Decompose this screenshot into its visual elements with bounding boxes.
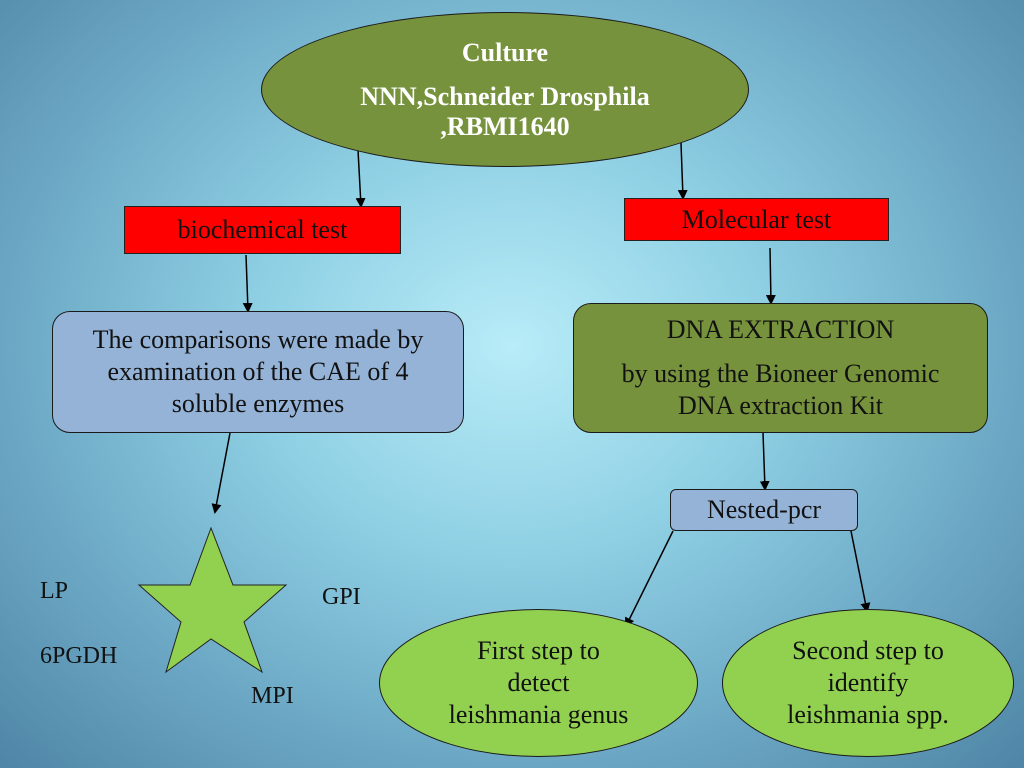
nested-pcr-label: Nested-pcr: [706, 495, 822, 524]
dna-extraction-node: DNA EXTRACTION by using the Bioneer Geno…: [573, 303, 988, 433]
enzyme-label-gpi: GPI: [322, 584, 361, 610]
enzymes-star-shape: [137, 526, 288, 674]
culture-media-line2: ,RBMI1640: [440, 111, 570, 141]
enzyme-label-lp: LP: [40, 578, 69, 604]
dna-extraction-line1: by using the Bioneer Genomic: [621, 359, 940, 388]
arrow-biochemical-to-comparisons: [242, 254, 253, 313]
culture-title: Culture: [461, 37, 549, 67]
comparisons-line3: soluble enzymes: [171, 389, 345, 418]
molecular-test-node: Molecular test: [624, 198, 889, 241]
molecular-test-label: Molecular test: [681, 204, 832, 234]
second-step-line3: leishmania spp.: [787, 700, 949, 729]
dna-extraction-line2: DNA extraction Kit: [677, 391, 884, 420]
comparisons-node: The comparisons were made by examination…: [52, 311, 464, 433]
comparisons-line2: examination of the CAE of 4: [107, 357, 409, 386]
arrow-molecular-to-extraction: [765, 247, 776, 305]
arrow-culture-to-biochemical: [355, 149, 366, 208]
second-step-line1: Second step to: [792, 636, 944, 665]
enzyme-label-mpi: MPI: [251, 683, 294, 709]
arrow-comparisons-to-enzymes: [211, 432, 231, 514]
culture-media-line1: NNN,Schneider Drosphila: [360, 81, 650, 111]
arrow-nested-to-step1: [625, 530, 674, 628]
dna-extraction-title: DNA EXTRACTION: [666, 315, 895, 344]
second-step-line2: identify: [827, 668, 909, 697]
comparisons-line1: The comparisons were made by: [92, 325, 424, 354]
arrow-nested-to-step2: [850, 530, 871, 613]
culture-node: Culture NNN,Schneider Drosphila ,RBMI164…: [261, 12, 749, 167]
first-step-line1: First step to: [477, 636, 600, 665]
first-step-line3: leishmania genus: [448, 700, 629, 729]
biochemical-test-label: biochemical test: [177, 215, 348, 244]
first-step-node: First step to detect leishmania genus: [379, 609, 698, 757]
nested-pcr-node: Nested-pcr: [670, 489, 858, 531]
enzyme-label-6pgdh: 6PGDH: [40, 643, 118, 669]
arrow-culture-to-molecular: [677, 142, 688, 200]
second-step-node: Second step to identify leishmania spp.: [722, 609, 1014, 757]
arrow-extraction-to-nested: [759, 432, 770, 491]
first-step-line2: detect: [507, 668, 570, 697]
biochemical-test-node: biochemical test: [124, 206, 401, 254]
